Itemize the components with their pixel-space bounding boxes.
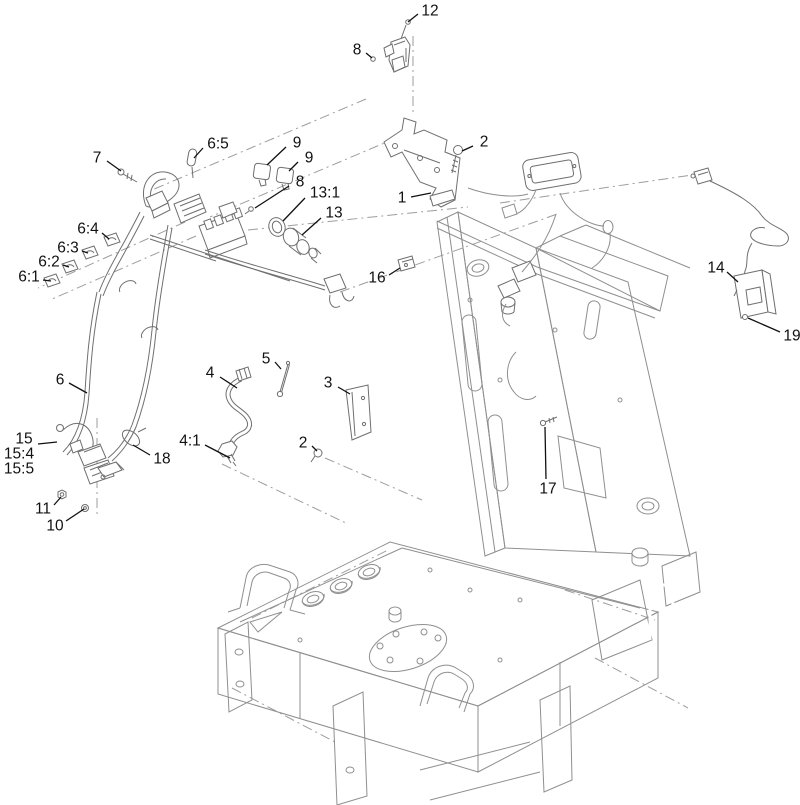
- callout-13-1: 13:1: [309, 184, 341, 202]
- callout-2a: 2: [479, 133, 489, 151]
- callout-18: 18: [153, 450, 171, 468]
- leader-line-3: [337, 386, 351, 395]
- callout-19: 19: [783, 327, 800, 345]
- leader-line-7: [106, 160, 122, 172]
- leader-line-17: [544, 426, 547, 480]
- plate-3-group: [217, 360, 372, 467]
- ecu-module: [467, 151, 614, 269]
- leader-line-11: [53, 496, 62, 506]
- callout-8b: 8: [295, 173, 305, 191]
- bracket-1-group: [383, 117, 463, 208]
- callout-6: 6: [55, 371, 65, 389]
- leader-line-16: [388, 267, 401, 276]
- callout-15-4: 15:4: [3, 445, 35, 463]
- leader-line-8b: [254, 185, 290, 209]
- cable-clips: [43, 232, 121, 288]
- callout-9a: 9: [292, 134, 302, 152]
- leader-line-6-2: [62, 264, 70, 268]
- callout-2b: 2: [298, 434, 308, 452]
- tower-frame: [397, 211, 691, 557]
- callout-8a: 8: [352, 41, 362, 59]
- callout-7: 7: [92, 149, 102, 167]
- callout-12: 12: [421, 2, 439, 20]
- callout-11: 11: [34, 500, 52, 518]
- chassis-frame: [216, 541, 701, 805]
- leader-line-1: [410, 192, 432, 198]
- leader-line-13: [301, 217, 322, 236]
- callout-6-1: 6:1: [18, 268, 40, 286]
- top-switch-part: [370, 19, 411, 73]
- callout-6-2: 6:2: [38, 253, 60, 271]
- leader-line-19: [747, 317, 781, 333]
- callout-17: 17: [539, 480, 557, 498]
- callout-14: 14: [707, 259, 725, 277]
- leader-line-9b: [288, 161, 299, 172]
- leader-line-18: [132, 444, 151, 456]
- callout-4: 4: [205, 364, 215, 382]
- callout-15-5: 15:5: [3, 460, 35, 478]
- callout-13: 13: [325, 204, 343, 222]
- callout-5: 5: [261, 350, 271, 368]
- leader-line-6-3: [81, 250, 89, 254]
- callout-16: 16: [368, 269, 386, 287]
- callout-4-1: 4:1: [179, 432, 201, 450]
- leader-line-12: [407, 13, 419, 23]
- leader-line-6: [68, 382, 88, 394]
- callout-1: 1: [397, 189, 407, 207]
- callout-6-4: 6:4: [77, 220, 99, 238]
- leader-line-4: [219, 376, 238, 389]
- callout-15: 15: [15, 430, 33, 448]
- callout-9b: 9: [304, 149, 314, 167]
- leader-line-2b: [311, 445, 318, 452]
- harness-assembly: [98, 148, 355, 462]
- leader-line-14: [726, 271, 739, 283]
- callout-3: 3: [323, 374, 333, 392]
- leader-line-6-1: [42, 279, 52, 282]
- callout-10: 10: [46, 517, 64, 535]
- leader-line-6-5: [193, 147, 204, 159]
- leader-line-2a: [461, 145, 474, 152]
- leader-line-9a: [266, 146, 287, 166]
- leader-line-13-1: [282, 197, 306, 222]
- callout-6-3: 6:3: [57, 239, 79, 257]
- leader-line-8a: [365, 52, 373, 59]
- leader-line-5: [274, 361, 282, 370]
- leader-line-6-4: [101, 232, 110, 240]
- leader-line-15: [37, 441, 58, 445]
- leader-line-4-1: [204, 444, 231, 459]
- leader-line-10: [65, 508, 85, 522]
- callout-6-5: 6:5: [207, 135, 229, 153]
- module-14-group: [690, 167, 789, 320]
